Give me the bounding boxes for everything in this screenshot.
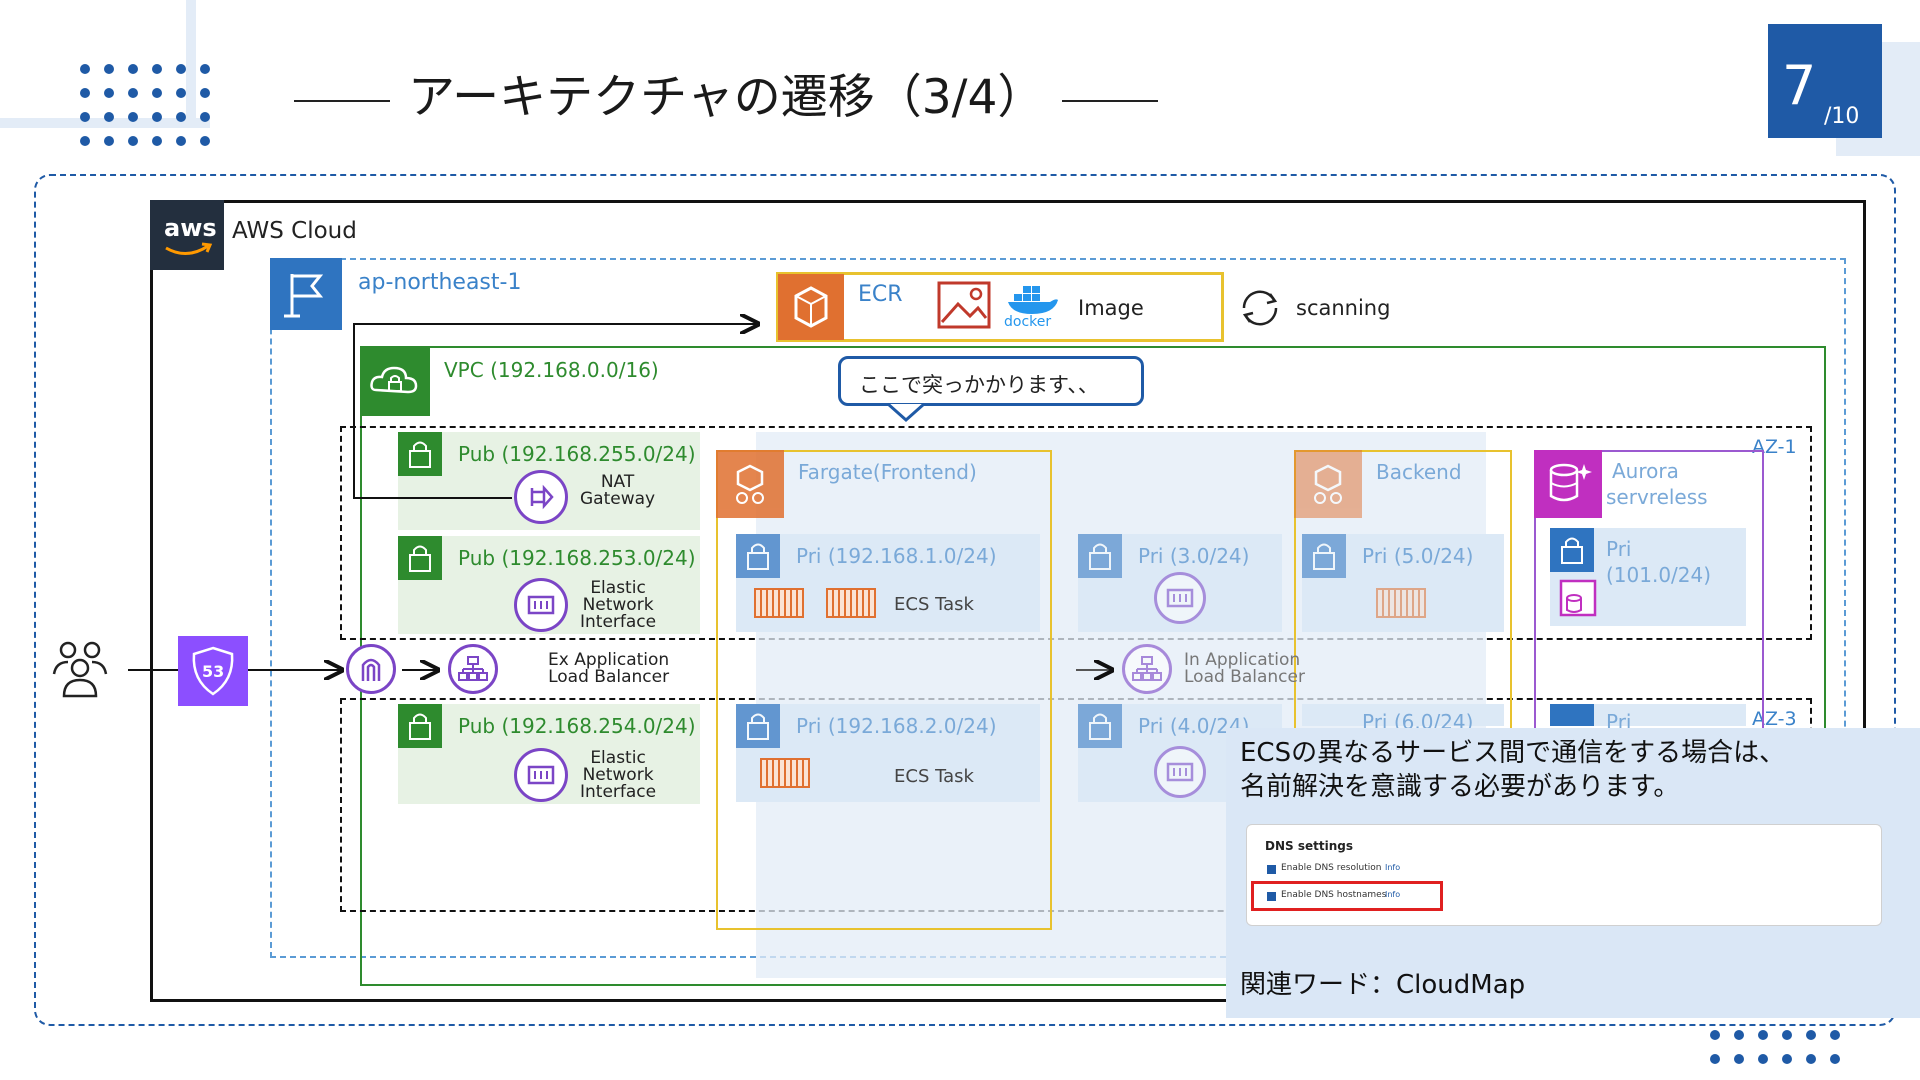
- ecs-task-label: ECS Task: [894, 766, 974, 787]
- lock-icon: [736, 704, 780, 748]
- aws-cloud-group: [150, 200, 1866, 1002]
- image-icon: [936, 278, 992, 334]
- private-subnet-fe-az1-label: Pri (192.168.1.0/24): [796, 544, 997, 568]
- outer-frame: [34, 174, 1896, 1026]
- lock-icon: [398, 432, 442, 476]
- ecs-task-label: ECS Task: [894, 594, 974, 615]
- lock-icon: [1550, 528, 1594, 572]
- dns-hostnames-checkbox[interactable]: [1267, 892, 1276, 901]
- ecr-label: ECR: [858, 282, 903, 307]
- private-subnet-be-az3: [1302, 704, 1504, 726]
- scanning-label: scanning: [1296, 296, 1391, 320]
- fargate-icon: [1294, 450, 1362, 518]
- note-text-line1: ECSの異なるサービス間で通信をする場合は、: [1240, 738, 1786, 768]
- scanning-icon: [1234, 286, 1286, 330]
- dns-resolution-label: Enable DNS resolution: [1281, 863, 1382, 873]
- ecs-task-icon: [754, 588, 804, 618]
- nat-gateway-icon: [514, 470, 568, 524]
- aurora-icon: [1534, 450, 1602, 518]
- dns-hostnames-highlight: [1251, 881, 1443, 911]
- ex-alb-icon: [448, 644, 498, 694]
- lock-icon: [1550, 704, 1594, 726]
- top-left-dots: [80, 64, 210, 146]
- public-subnet-2-label: Pub (192.168.253.0/24): [458, 546, 696, 570]
- eni-icon: [514, 748, 568, 802]
- docker-label: docker: [1004, 314, 1052, 330]
- docker-icon: docker: [1004, 282, 1060, 332]
- dns-resolution-checkbox[interactable]: [1267, 865, 1276, 874]
- top-left-accent-line: [0, 118, 210, 128]
- dns-settings-card: DNS settings Enable DNS resolution Info …: [1246, 824, 1882, 926]
- public-subnet-3-label: Pub (192.168.254.0/24): [458, 714, 696, 738]
- eni-icon: [1154, 746, 1206, 798]
- eni-icon: [514, 578, 568, 632]
- frontend-service-box: [716, 450, 1052, 930]
- users-icon: [48, 636, 112, 700]
- dns-settings-title: DNS settings: [1265, 839, 1353, 853]
- slide-title: アーキテクチャの遷移（3/4）: [276, 58, 1176, 127]
- route53-icon: 53: [178, 636, 248, 706]
- ecs-task-icon: [826, 588, 876, 618]
- top-left-accent-bar: [186, 0, 196, 128]
- callout-text: ここで突っかかります、、: [859, 373, 1099, 397]
- private-subnet-db-az1-label: Pri(101.0/24): [1606, 537, 1712, 587]
- vpc-icon: [360, 346, 430, 416]
- fargate-icon: [716, 450, 784, 518]
- ecs-task-icon: [1376, 588, 1426, 618]
- related-word: 関連ワード：CloudMap: [1240, 970, 1526, 1000]
- private-subnet-be-az1-label: Pri (5.0/24): [1362, 544, 1474, 568]
- callout-pointer: [887, 402, 925, 423]
- aws-logo: aws: [150, 200, 224, 270]
- private-subnet-mid-az1-label: Pri (3.0/24): [1138, 544, 1250, 568]
- lock-icon: [1078, 534, 1122, 578]
- callout-bubble: ここで突っかかります、、: [838, 356, 1144, 406]
- in-alb-icon: [1122, 644, 1172, 694]
- note-text-line2: 名前解決を意識する必要があります。: [1240, 772, 1680, 802]
- region-flag-icon: [270, 258, 342, 330]
- bottom-right-dots: [1710, 1030, 1840, 1064]
- lock-icon: [1078, 704, 1122, 748]
- ecs-task-icon: [760, 758, 810, 788]
- ecr-box: [776, 272, 1224, 342]
- private-subnet-db-az3: [1550, 704, 1746, 726]
- page-number: 7: [1782, 54, 1817, 117]
- lock-icon: [736, 534, 780, 578]
- page-number-box: 7 /10: [1768, 24, 1882, 138]
- aws-cloud-label: AWS Cloud: [232, 218, 357, 244]
- frontend-label: Fargate(Frontend): [798, 460, 977, 484]
- dns-hostnames-info-link[interactable]: Info: [1385, 890, 1401, 899]
- region-label: ap-northeast-1: [358, 270, 522, 295]
- image-label: Image: [1078, 296, 1144, 320]
- dns-resolution-info-link[interactable]: Info: [1385, 863, 1401, 872]
- backend-label: Backend: [1376, 460, 1462, 484]
- lock-icon: [1302, 534, 1346, 578]
- private-subnet-fe-az3-label: Pri (192.168.2.0/24): [796, 714, 997, 738]
- dns-hostnames-label: Enable DNS hostnames: [1281, 890, 1387, 900]
- eni-icon: [1154, 572, 1206, 624]
- public-subnet-1-label: Pub (192.168.255.0/24): [458, 442, 696, 466]
- page-total: /10: [1824, 104, 1860, 129]
- note-panel: ECSの異なるサービス間で通信をする場合は、 名前解決を意識する必要があります。…: [1226, 728, 1920, 1018]
- database-instance-icon: [1558, 578, 1598, 618]
- internet-gateway-icon: [346, 644, 396, 694]
- lock-icon: [398, 704, 442, 748]
- vpc-label: VPC (192.168.0.0/16): [444, 358, 659, 382]
- lock-icon: [398, 536, 442, 580]
- ecr-icon: [778, 274, 844, 340]
